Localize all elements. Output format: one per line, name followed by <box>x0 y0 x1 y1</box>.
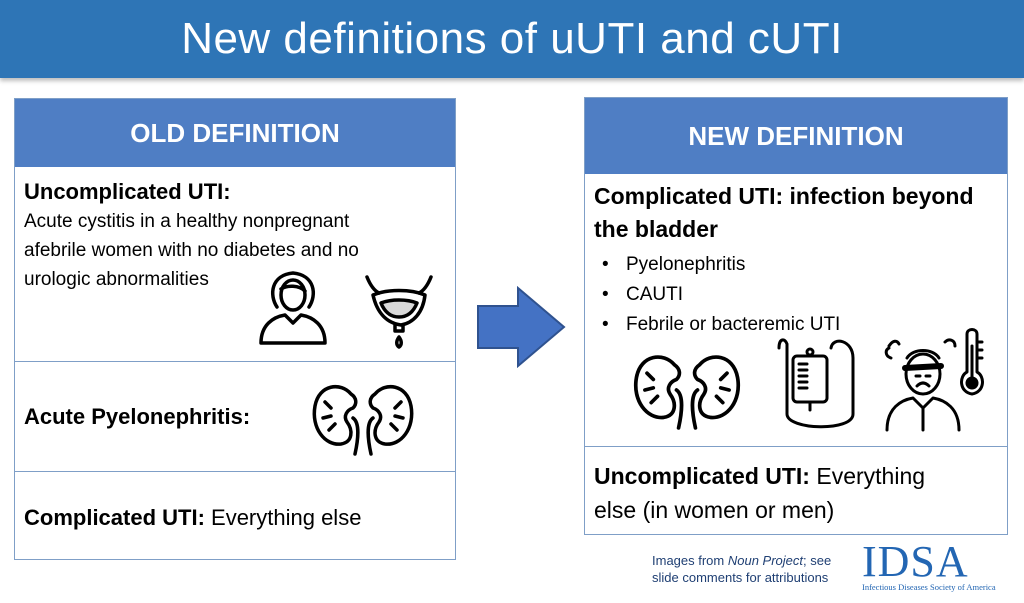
bullet-cauti: CAUTI <box>594 280 1004 310</box>
urine-bag-icon <box>777 338 855 429</box>
idsa-logo: IDSA Infectious Diseases Society of Amer… <box>862 537 996 596</box>
new-complicated-section: Complicated UTI: infection beyond the bl… <box>585 174 1007 446</box>
old-complicated-section: Complicated UTI: Everything else <box>15 471 455 561</box>
old-uncomplicated-heading: Uncomplicated UTI: <box>24 179 231 204</box>
idsa-logo-tagline: Infectious Diseases Society of America <box>862 582 996 592</box>
page-title: New definitions of uUTI and cUTI <box>181 14 843 63</box>
new-uncomplicated-section: Uncomplicated UTI: Everything else (in w… <box>585 446 1007 536</box>
woman-icon <box>259 271 327 345</box>
new-uncomplicated-line-1: Uncomplicated UTI: Everything <box>594 459 925 493</box>
old-definition-header: OLD DEFINITION <box>15 99 455 167</box>
old-complicated-bold: Complicated UTI: <box>24 505 205 530</box>
sick-person-icon <box>884 338 961 432</box>
idsa-logo-word: IDSA <box>862 537 969 586</box>
bullet-pyelonephritis: Pyelonephritis <box>594 250 1004 280</box>
credits-post: ; see <box>803 553 832 568</box>
new-definition-box: NEW DEFINITION Complicated UTI: infectio… <box>584 97 1008 535</box>
old-pyelonephritis-section: Acute Pyelonephritis: <box>15 361 455 471</box>
credits-line-2: slide comments for attributions <box>652 570 829 585</box>
thermometer-icon <box>960 328 984 396</box>
old-pyelonephritis-heading: Acute Pyelonephritis: <box>24 404 251 429</box>
noun-project-link[interactable]: Noun Project <box>727 553 804 568</box>
old-uncomplicated-line-2: afebrile women with no diabetes and no <box>24 240 359 261</box>
old-uncomplicated-section: Uncomplicated UTI: Acute cystitis in a h… <box>15 167 455 361</box>
bladder-icon <box>365 275 433 349</box>
old-complicated-text: Complicated UTI: Everything else <box>24 502 361 534</box>
new-definition-header: NEW DEFINITION <box>585 98 1007 174</box>
old-complicated-rest: Everything else <box>204 505 362 530</box>
kidneys-icon <box>312 384 414 456</box>
credits-line-1: Images from Noun Project; see <box>652 552 862 569</box>
title-bar: New definitions of uUTI and cUTI <box>0 0 1024 78</box>
old-uncomplicated-line-1: Acute cystitis in a healthy nonpregnant <box>24 211 350 232</box>
kidneys-icon <box>633 355 741 430</box>
credits-pre: Images from <box>652 553 728 568</box>
right-arrow-icon <box>477 286 566 368</box>
new-complicated-bullets: Pyelonephritis CAUTI Febrile or bacterem… <box>594 250 1004 340</box>
image-credits: Images from Noun Project; see slide comm… <box>652 552 862 586</box>
new-uncomplicated-bold: Uncomplicated UTI: <box>594 463 810 489</box>
old-uncomplicated-line-3: urologic abnormalities <box>24 269 209 290</box>
new-uncomplicated-rest-1: Everything <box>809 463 926 489</box>
new-uncomplicated-text: Uncomplicated UTI: Everything else (in w… <box>594 459 925 527</box>
new-uncomplicated-rest-2: else (in women or men) <box>594 497 835 523</box>
bullet-febrile: Febrile or bacteremic UTI <box>594 310 1004 340</box>
new-complicated-heading-line-2: the bladder <box>594 216 718 242</box>
new-complicated-heading-line-1: Complicated UTI: infection beyond <box>594 183 974 209</box>
old-definition-box: OLD DEFINITION Uncomplicated UTI: Acute … <box>14 98 456 560</box>
